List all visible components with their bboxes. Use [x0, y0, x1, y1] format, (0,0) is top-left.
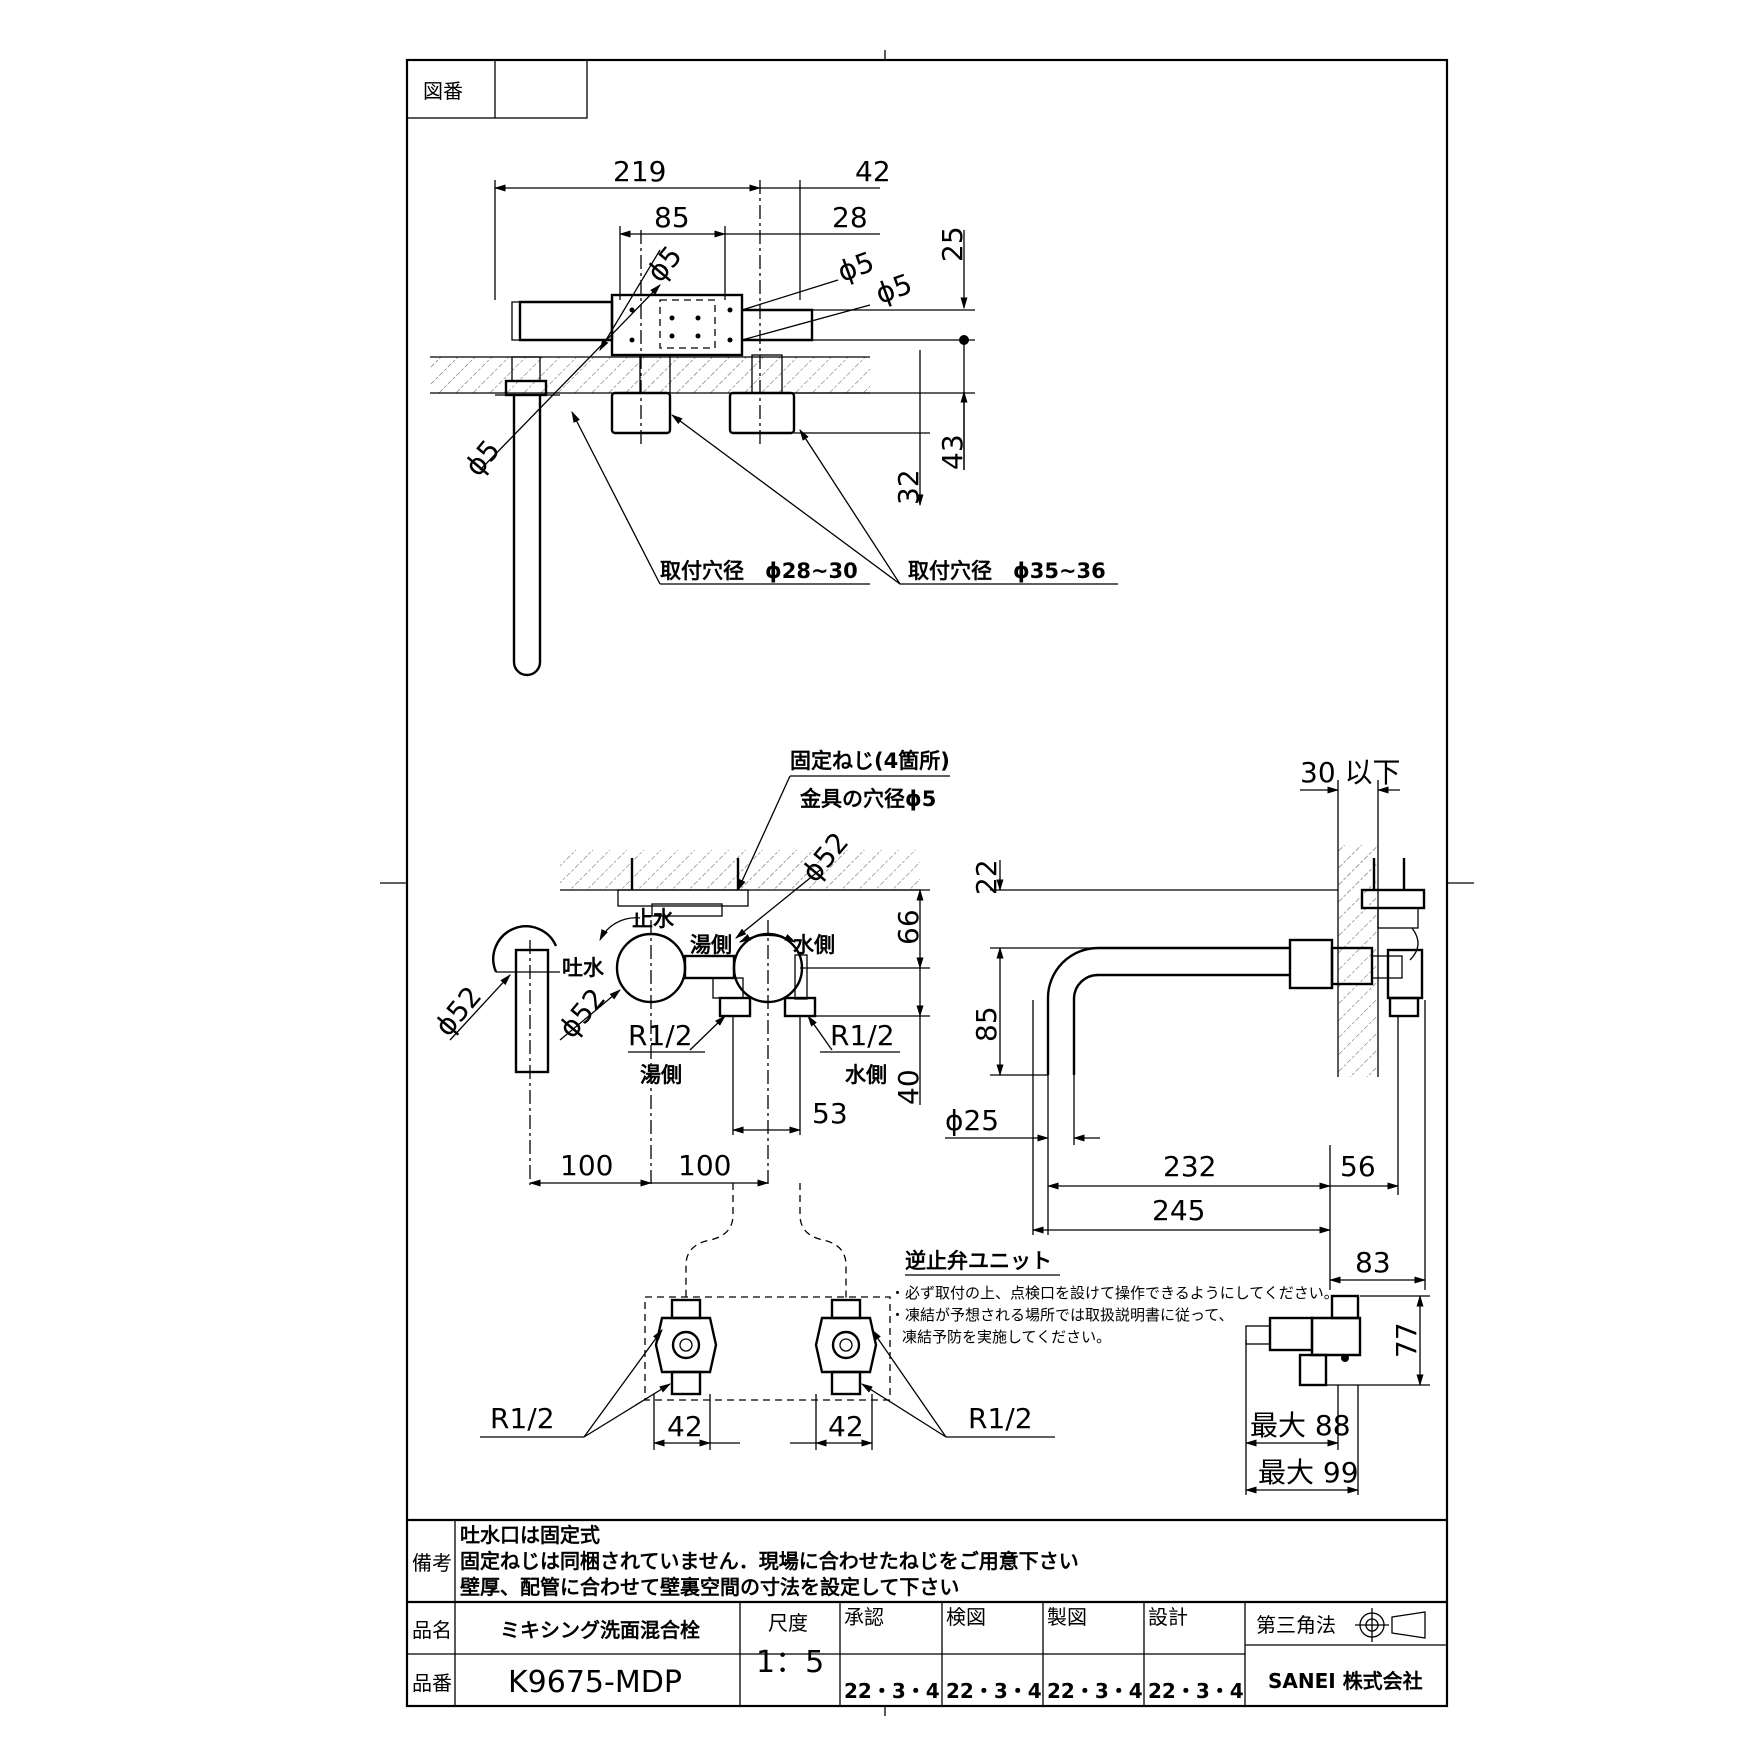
dim-43: 43	[936, 434, 969, 470]
phi5-d: ϕ5	[458, 433, 507, 482]
dim-max99: 最大 99	[1258, 1456, 1359, 1489]
drawing-number-label: 図番	[423, 79, 463, 103]
product-name: ミキシング洗面混合栓	[500, 1618, 700, 1642]
dim-25: 25	[936, 226, 969, 262]
cold-side-bottom: 水側	[845, 1063, 887, 1087]
phi52-b: ϕ52	[428, 980, 488, 1043]
dim-100-a: 100	[560, 1149, 613, 1182]
hot-side-bottom: 湯側	[640, 1063, 682, 1087]
front-view: 固定ねじ(4箇所) 金具の穴径ϕ5 止水 吐水 湯側 水側 ϕ52 ϕ52 ϕ5…	[428, 749, 950, 1300]
wall-limit: 30 以下	[1300, 756, 1401, 789]
drawing-number-box: 図番	[406, 59, 588, 119]
dim-77: 77	[1390, 1322, 1423, 1358]
phi52-c: ϕ52	[552, 982, 612, 1045]
check-valve-note1: ・必ず取付の上、点検口を設けて操作できるようにしてください。	[890, 1284, 1339, 1302]
dim-83: 83	[1355, 1246, 1391, 1279]
remarks-label: 備考	[412, 1551, 452, 1575]
checked-label: 検図	[946, 1605, 986, 1629]
check-valve-note2: ・凍結が予想される場所では取扱説明書に従って、	[890, 1306, 1234, 1324]
thread-hot: R1/2	[628, 1019, 693, 1052]
remark-line-3: 壁厚、配管に合わせて壁裏空間の寸法を設定して下さい	[460, 1575, 959, 1599]
dim-66: 66	[892, 909, 925, 945]
projection-label: 第三角法	[1256, 1613, 1336, 1637]
remarks-box: 備考 吐水口は固定式 固定ねじは同梱されていません．現場に合わせたねじをご用意下…	[407, 1518, 1447, 1602]
dim-232: 232	[1163, 1150, 1216, 1183]
cold-side-top-label: 水側	[793, 933, 835, 957]
hole-small: 取付穴径 ϕ28~30	[660, 559, 858, 583]
fix-screw-label: 固定ねじ(4箇所)	[790, 749, 950, 773]
dim-28: 28	[832, 201, 868, 234]
dim-22: 22	[970, 859, 1003, 895]
thread-right: R1/2	[968, 1402, 1033, 1435]
dim-245: 245	[1152, 1194, 1205, 1227]
title-block: 品名 ミキシング洗面混合栓 品番 K9675-MDP 尺度 1：5 承認 検図 …	[407, 1600, 1447, 1706]
check-valve-unit: R1/2 R1/2 42 42 逆止弁ユニット ・必ず取付の上、点検口を設けて操…	[480, 1249, 1430, 1495]
check-valve-title: 逆止弁ユニット	[905, 1249, 1052, 1273]
remark-line-1: 吐水口は固定式	[460, 1523, 600, 1547]
approved-label: 承認	[844, 1605, 884, 1629]
hot-side-top-label: 湯側	[690, 933, 732, 957]
dim-42-right: 42	[828, 1410, 864, 1443]
sheet-frame	[380, 50, 1474, 1716]
dim-42-top: 42	[855, 155, 891, 188]
spout-water-label: 吐水	[562, 956, 605, 980]
designed-label: 設計	[1148, 1605, 1188, 1629]
dim-53: 53	[812, 1097, 848, 1130]
phi5-c: ϕ5	[871, 267, 916, 310]
check-valve-note3: 凍結予防を実施してください。	[902, 1328, 1111, 1346]
dim-32: 32	[892, 469, 925, 505]
company-name: SANEI 株式会社	[1268, 1669, 1423, 1693]
drawn-label: 製図	[1047, 1605, 1087, 1629]
product-name-label: 品名	[412, 1618, 452, 1642]
dim-100-b: 100	[678, 1149, 731, 1182]
dim-85-top: 85	[654, 201, 690, 234]
product-no: K9675-MDP	[508, 1665, 682, 1700]
dim-85-side: 85	[970, 1006, 1003, 1042]
scale-label: 尺度	[768, 1611, 808, 1635]
dim-max88: 最大 88	[1250, 1409, 1351, 1442]
drawn-date: 22・3・4	[1047, 1679, 1143, 1703]
thread-cold: R1/2	[830, 1019, 895, 1052]
dim-40: 40	[892, 1069, 925, 1105]
checked-date: 22・3・4	[946, 1679, 1042, 1703]
dim-42-left: 42	[667, 1410, 703, 1443]
bracket-hole-label: 金具の穴径ϕ5	[799, 787, 936, 811]
dim-219: 219	[613, 155, 666, 188]
approved-date: 22・3・4	[844, 1679, 940, 1703]
dim-56: 56	[1340, 1150, 1376, 1183]
designed-date: 22・3・4	[1148, 1679, 1244, 1703]
phi5-a: ϕ5	[640, 239, 689, 288]
product-no-label: 品番	[412, 1671, 452, 1695]
phi25: ϕ25	[945, 1104, 999, 1137]
side-view: 30 以下 22 85 ϕ25 232 56 245 83	[945, 756, 1427, 1290]
remark-line-2: 固定ねじは同梱されていません．現場に合わせたねじをご用意下さい	[460, 1549, 1079, 1573]
top-view: 219 42 85 28 25 43 32 ϕ5 ϕ5 ϕ5 ϕ5 取付穴径 ϕ…	[430, 155, 1118, 677]
thread-left: R1/2	[490, 1402, 555, 1435]
scale-value: 1：5	[756, 1645, 824, 1680]
stop-water-label: 止水	[632, 907, 675, 931]
hole-large: 取付穴径 ϕ35~36	[908, 559, 1106, 583]
third-angle-projection-icon	[1355, 1608, 1426, 1642]
